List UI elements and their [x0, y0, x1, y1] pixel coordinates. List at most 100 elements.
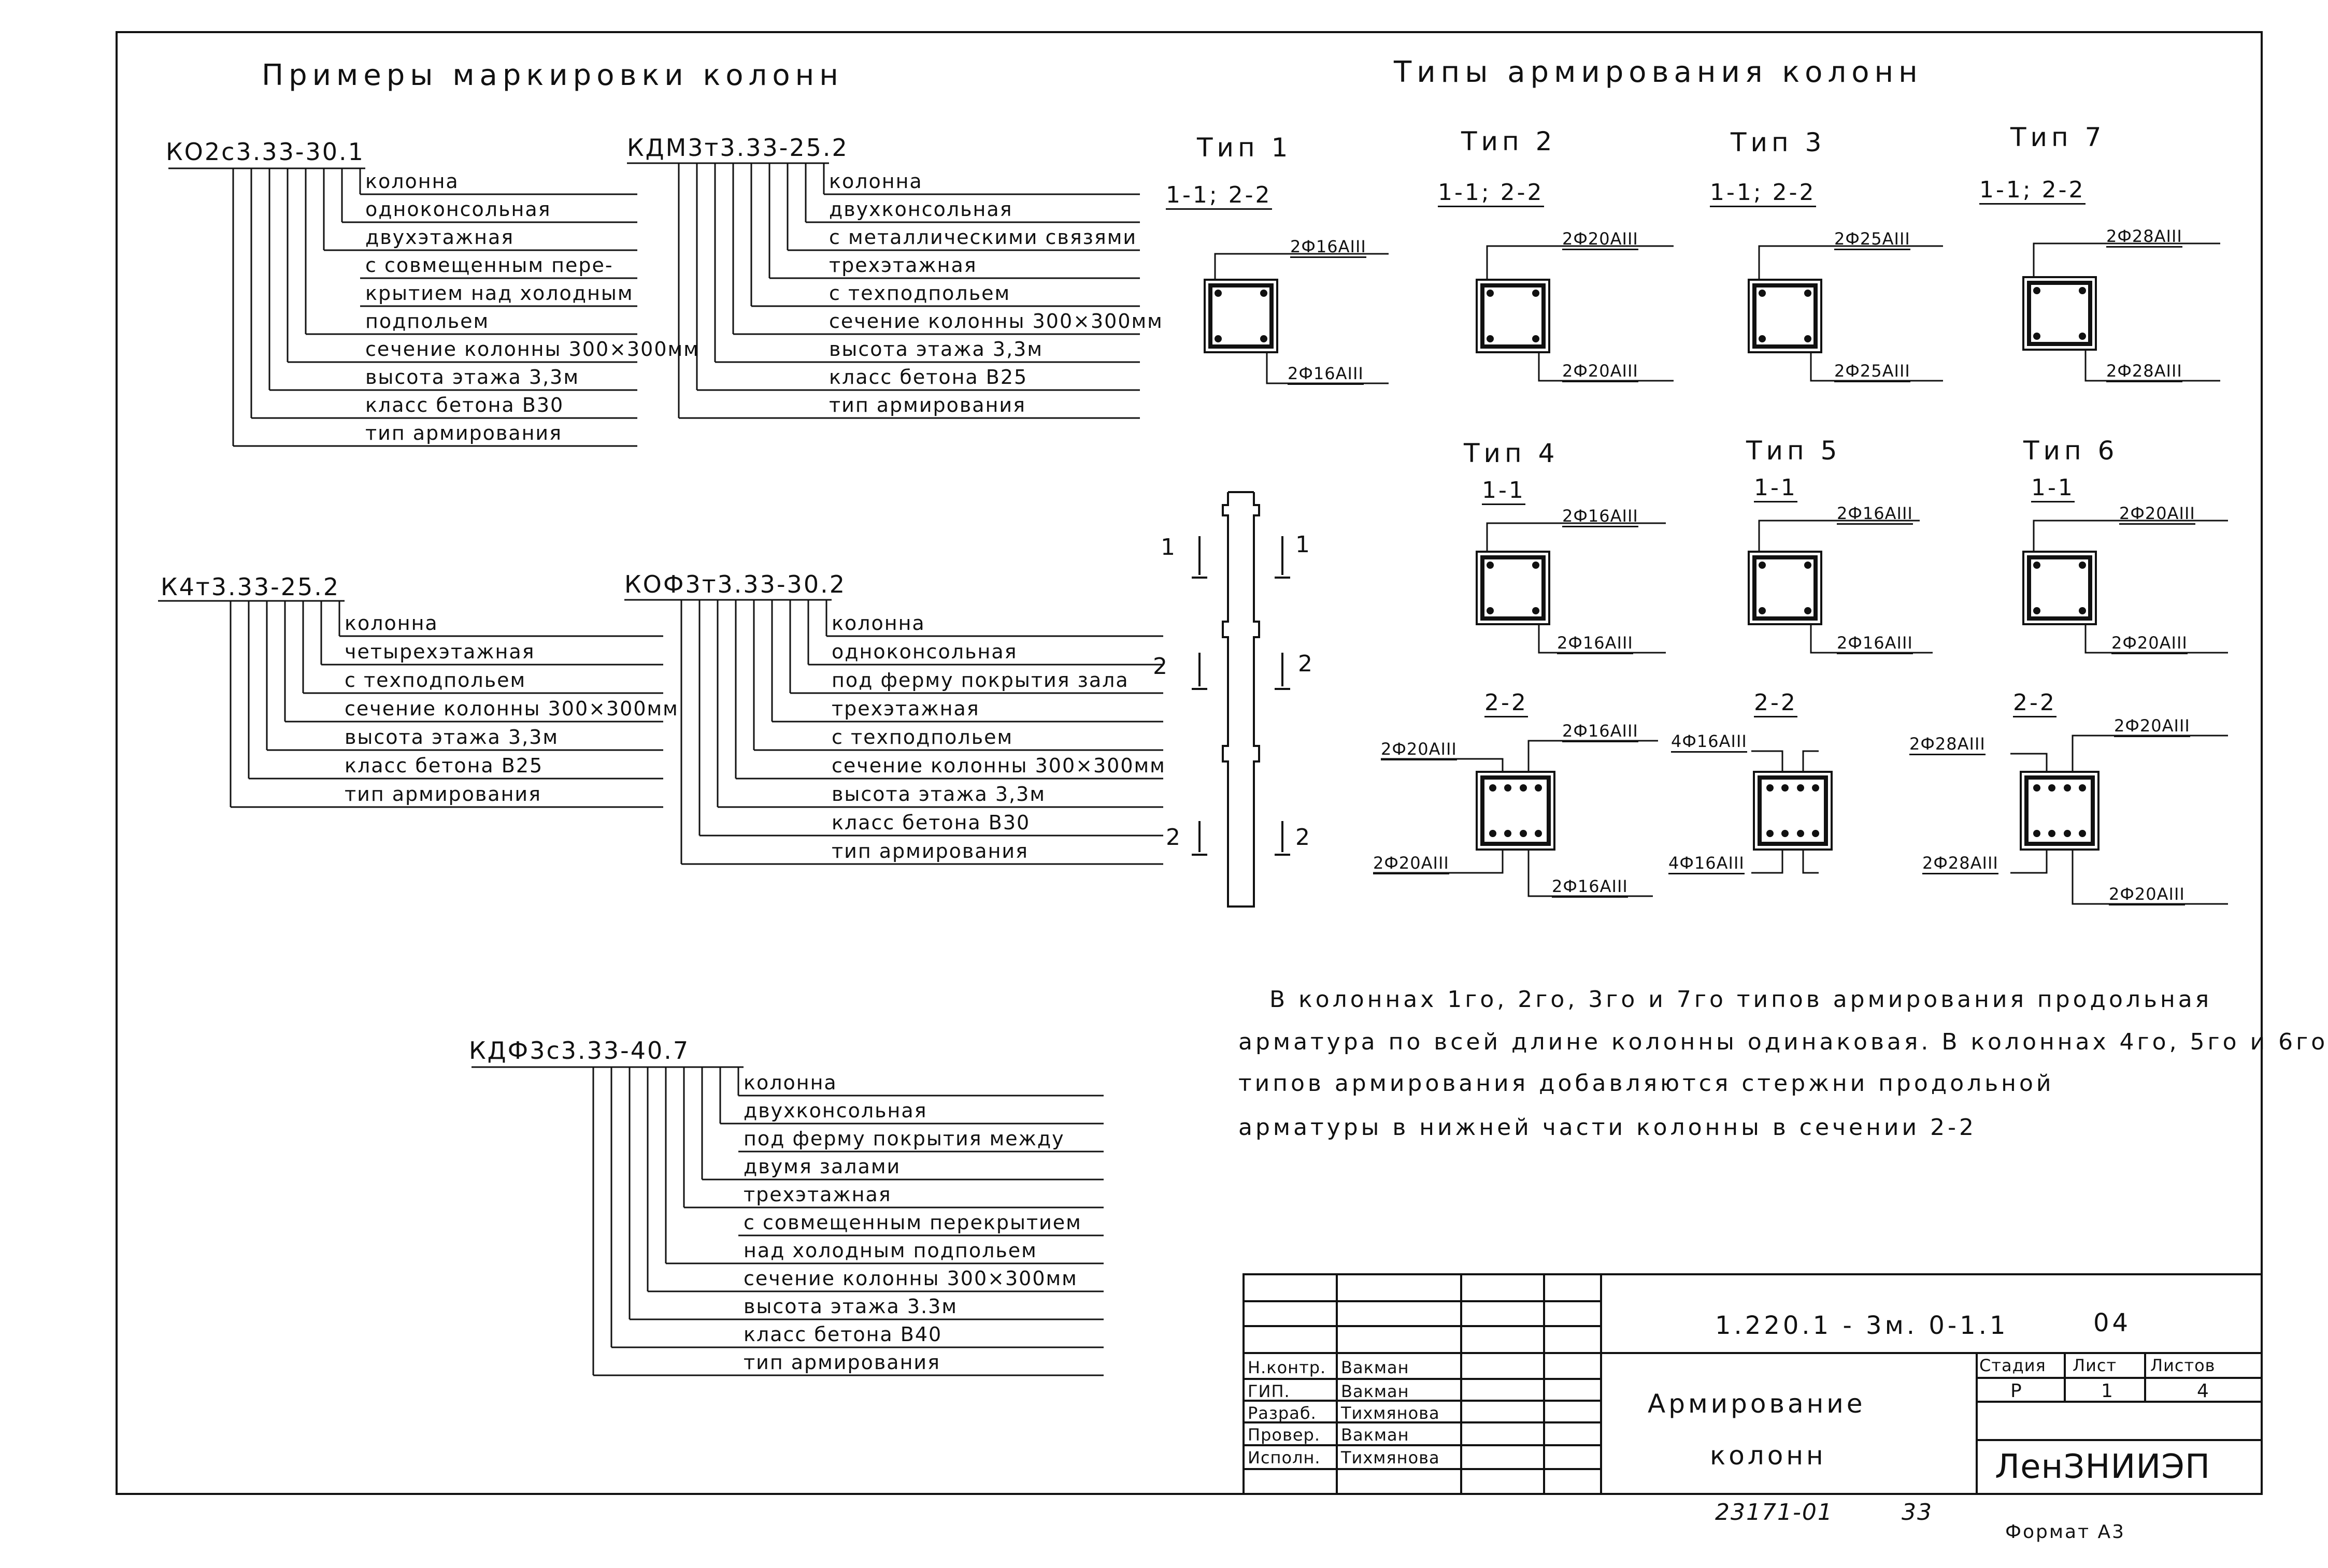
rebar-dot [1487, 607, 1494, 614]
rebar-dot [2079, 333, 2086, 340]
title-block-role: Провер. [1248, 1425, 1320, 1445]
type-5-section2-box [1753, 771, 1833, 851]
type-3-section-box [1748, 279, 1822, 353]
stirrup [1208, 283, 1274, 349]
type-5-rebar-top: 2Ф16АIII [1837, 505, 1913, 525]
sheets-value: 4 [2197, 1380, 2209, 1402]
doc-suffix: 04 [2093, 1308, 2132, 1337]
note-line-1: В колоннах 1го, 2го, 3го и 7го типов арм… [1269, 986, 2212, 1013]
stirrup [1480, 775, 1551, 846]
type-7-rebar-bottom: 2Ф28АIII [2106, 363, 2182, 382]
type-4-rebar-bottom: 2Ф16АIII [1557, 635, 1633, 654]
type-5-section-box [1748, 551, 1822, 625]
section-outline [1748, 551, 1822, 625]
note-line-4: арматуры в нижней части колонны в сечени… [1238, 1114, 1977, 1141]
stirrup [1752, 555, 1818, 621]
type-5-s2-top: 4Ф16АIII [1671, 733, 1747, 753]
section-outline [1204, 279, 1278, 353]
type-6-section2-box [2020, 771, 2100, 851]
marking-label: трехэтажная [832, 697, 980, 720]
type-3-name: Тип 3 [1731, 127, 1826, 157]
marking-label: подпольем [365, 310, 490, 333]
note-line-2: арматура по всей длине колонны одинакова… [1238, 1029, 2328, 1055]
marking-label: одноконсольная [832, 640, 1018, 663]
rebar-dot [1532, 607, 1539, 614]
type-4-s2-bottom-left: 2Ф20АIII [1373, 855, 1449, 874]
type-6-rebar-top: 2Ф20АIII [2119, 505, 2195, 525]
marking-label: сечение колонны 300×300мм [832, 754, 1166, 777]
marking-label: трехэтажная [829, 254, 977, 277]
section-outline [1753, 771, 1833, 851]
type-4-section: 1-1 [1482, 479, 1525, 505]
rebar-dot [1812, 830, 1819, 837]
marking-label: сечение колонны 300×300мм [744, 1267, 1078, 1290]
type-6-section2: 2-2 [2013, 692, 2056, 717]
marking-label: высота этажа 3,3м [829, 338, 1044, 361]
stage-value: Р [2010, 1380, 2022, 1402]
rebar-dot [2079, 784, 2086, 792]
rebar-dot [2048, 784, 2055, 792]
rebar-dot [1759, 290, 1766, 297]
rebar-dot [1260, 290, 1267, 297]
marking-label: высота этажа 3,3м [345, 726, 559, 749]
type-7-section-box [2022, 276, 2097, 351]
marking-label: с совмещенным пере- [365, 254, 613, 277]
rebar-leader [2072, 735, 2228, 772]
rebar-leader [1486, 522, 1666, 552]
marking-label: класс бетона В25 [829, 366, 1028, 389]
type-1-name: Тип 1 [1197, 133, 1292, 163]
type-6-s2-bottom-left: 2Ф28АIII [1922, 855, 1998, 874]
stirrup [1752, 283, 1818, 349]
rebar-dot [1804, 562, 1811, 569]
type-3-rebar-bottom: 2Ф25АIII [1834, 363, 1910, 382]
rebar-dot [1759, 335, 1766, 342]
title-marking-examples: Примеры маркировки колонн [262, 59, 844, 92]
marking-code-3: К4т3.33-25.2 [161, 573, 340, 601]
elev-mark-2-right: 2 [1298, 651, 1315, 677]
marking-label: с техподпольем [832, 726, 1013, 749]
rebar-dot [1487, 562, 1494, 569]
rebar-leader [1214, 253, 1389, 280]
type-2-rebar-top: 2Ф20АIII [1562, 231, 1638, 250]
sheets-label: Листов [2150, 1356, 2216, 1375]
section-outline [2022, 276, 2097, 351]
rebar-leader [1758, 245, 1943, 280]
rebar-leader [1802, 750, 1819, 772]
marking-label: колонна [832, 612, 925, 635]
type-4-name: Тип 4 [1464, 438, 1559, 468]
type-7-section: 1-1; 2-2 [1979, 179, 2086, 205]
rebar-dot [1489, 830, 1496, 837]
type-5-section: 1-1 [1754, 477, 1797, 502]
rebar-dot [2064, 830, 2071, 837]
rebar-leader [1381, 758, 1504, 772]
archive-page: 33 [1902, 1499, 1933, 1526]
rebar-dot [2079, 287, 2086, 294]
rebar-dot [2033, 287, 2040, 294]
type-1-section-box [1204, 279, 1278, 353]
marking-label: с техподпольем [829, 282, 1011, 305]
note-line-3: типов армирования добавляются стержни пр… [1238, 1070, 2054, 1097]
marking-label: класс бетона В40 [744, 1323, 942, 1346]
rebar-dot [1797, 830, 1804, 837]
type-5-s2-bottom: 4Ф16АIII [1668, 855, 1745, 874]
column-elevation [1192, 491, 1290, 908]
type-2-name: Тип 2 [1461, 126, 1556, 156]
type-6-s2-top-right: 2Ф20АIII [2114, 717, 2190, 737]
section-outline [1476, 771, 1555, 851]
title-block-role: Н.контр. [1248, 1358, 1326, 1377]
elev-mark-1-right: 1 [1295, 531, 1312, 558]
marking-label: колонна [345, 612, 438, 635]
marking-label: высота этажа 3.3м [744, 1295, 958, 1318]
type-5-name: Тип 5 [1746, 436, 1841, 466]
organization: ЛенЗНИИЭП [1995, 1448, 2211, 1486]
sheet-value: 1 [2101, 1380, 2113, 1402]
stirrup [1480, 283, 1546, 349]
rebar-dot [1520, 830, 1527, 837]
type-3-section: 1-1; 2-2 [1710, 181, 1816, 207]
marking-label: под ферму покрытия между [744, 1127, 1065, 1150]
stirrup [2027, 281, 2092, 346]
rebar-dot [1532, 290, 1539, 297]
rebar-leader [2033, 242, 2220, 277]
type-5-section2: 2-2 [1754, 692, 1797, 717]
marking-label: двухконсольная [744, 1099, 927, 1122]
